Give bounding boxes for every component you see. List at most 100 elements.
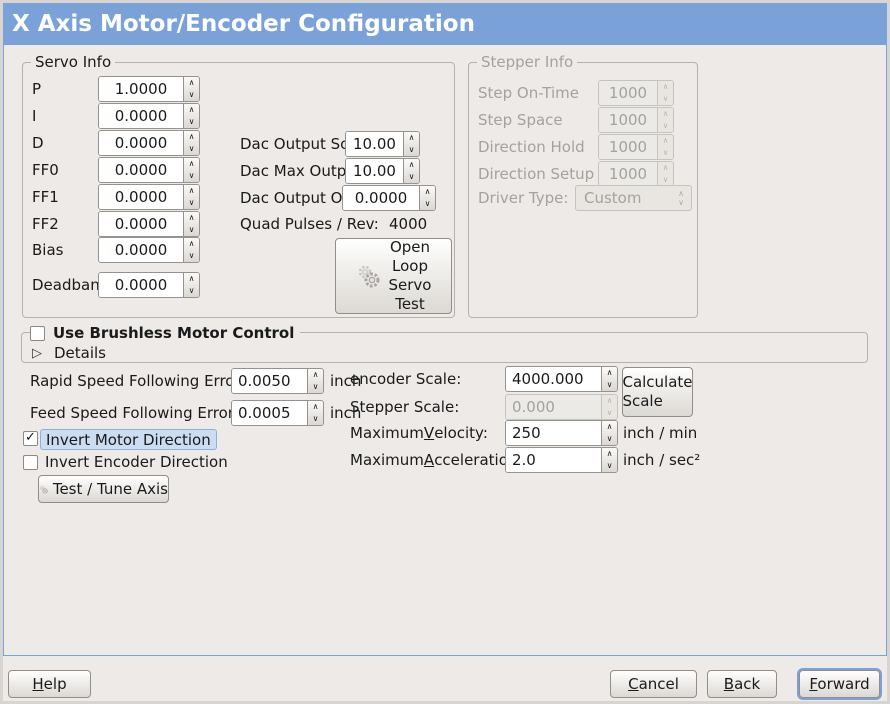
servo-ff0-spinbox-input[interactable]: [99, 158, 183, 182]
dac-max-output-spinbox[interactable]: ∧∨: [345, 158, 420, 184]
feed-following-error-spinbox-spin-down-icon[interactable]: ∨: [312, 414, 319, 423]
max-velocity-spinbox-spin-buttons[interactable]: ∧∨: [601, 421, 617, 445]
dac-output-offset-spinbox-spin-up-icon[interactable]: ∧: [424, 187, 431, 196]
feed-following-error-spinbox[interactable]: ∧∨: [231, 400, 324, 426]
rapid-following-error-spinbox-spin-down-icon[interactable]: ∨: [312, 382, 319, 391]
encoder-scale-spinbox-input[interactable]: [506, 367, 601, 391]
feed-following-error-spinbox-spin-buttons[interactable]: ∧∨: [307, 401, 323, 425]
encoder-scale-spinbox-spin-down-icon[interactable]: ∨: [606, 380, 613, 389]
max-velocity-spinbox-spin-down-icon[interactable]: ∨: [606, 434, 613, 443]
servo-d-spinbox[interactable]: ∧∨: [98, 130, 200, 156]
dac-output-offset-spinbox[interactable]: ∧∨: [342, 185, 436, 211]
encoder-scale-spinbox[interactable]: ∧∨: [505, 366, 618, 392]
servo-bias-spinbox-spin-down-icon[interactable]: ∨: [188, 251, 195, 260]
rapid-following-error-label: Rapid Speed Following Error:: [30, 372, 246, 390]
servo-ff1-spinbox-spin-up-icon[interactable]: ∧: [188, 186, 195, 195]
servo-ff0-spinbox-spin-up-icon[interactable]: ∧: [188, 159, 195, 168]
invert-encoder-checkbox[interactable]: [23, 455, 38, 470]
step-on-time-spinbox: ∧∨: [598, 80, 674, 106]
dac-output-scale-spinbox-spin-up-icon[interactable]: ∧: [408, 133, 415, 142]
help-button[interactable]: Help: [8, 670, 91, 698]
dac-output-scale-spinbox[interactable]: ∧∨: [345, 131, 420, 157]
servo-i-spinbox[interactable]: ∧∨: [98, 103, 200, 129]
max-acceleration-spinbox-spin-up-icon[interactable]: ∧: [606, 449, 613, 458]
servo-deadband-spinbox-spin-down-icon[interactable]: ∨: [188, 286, 195, 295]
servo-ff1-spinbox[interactable]: ∧∨: [98, 184, 200, 210]
servo-ff2-spinbox-spin-up-icon[interactable]: ∧: [188, 213, 195, 222]
servo-ff0-spinbox-spin-down-icon[interactable]: ∨: [188, 171, 195, 180]
servo-d-spinbox-spin-up-icon[interactable]: ∧: [188, 132, 195, 141]
max-acceleration-spinbox[interactable]: ∧∨: [505, 447, 618, 473]
dac-max-output-spinbox-input[interactable]: [346, 159, 403, 183]
servo-d-spinbox-spin-down-icon[interactable]: ∨: [188, 144, 195, 153]
feed-following-error-unit: inch: [330, 404, 362, 422]
encoder-scale-spinbox-spin-up-icon[interactable]: ∧: [606, 368, 613, 377]
dac-output-offset-spinbox-input[interactable]: [343, 186, 419, 210]
dac-output-scale-spinbox-spin-buttons[interactable]: ∧∨: [403, 132, 419, 156]
servo-d-spinbox-spin-buttons[interactable]: ∧∨: [183, 131, 199, 155]
quad-pulses-value: 4000: [389, 215, 428, 233]
servo-p-spinbox[interactable]: ∧∨: [98, 76, 200, 102]
servo-p-spinbox-spin-up-icon[interactable]: ∧: [188, 78, 195, 87]
details-expander[interactable]: ▷ Details: [32, 344, 106, 362]
servo-deadband-spinbox[interactable]: ∧∨: [98, 272, 200, 298]
use-brushless-checkbox[interactable]: [30, 325, 45, 341]
servo-bias-spinbox[interactable]: ∧∨: [98, 237, 200, 263]
gears-icon: [40, 485, 48, 494]
max-acceleration-spinbox-spin-down-icon[interactable]: ∨: [606, 461, 613, 470]
max-velocity-spinbox-input[interactable]: [506, 421, 601, 445]
dac-max-output-spinbox-spin-up-icon[interactable]: ∧: [408, 160, 415, 169]
servo-ff0-spinbox-spin-buttons[interactable]: ∧∨: [183, 158, 199, 182]
servo-i-spinbox-spin-up-icon[interactable]: ∧: [188, 105, 195, 114]
servo-deadband-spinbox-spin-up-icon[interactable]: ∧: [188, 274, 195, 283]
feed-following-error-spinbox-input[interactable]: [232, 401, 307, 425]
dac-max-output-spinbox-spin-down-icon[interactable]: ∨: [408, 172, 415, 181]
servo-bias-spinbox-spin-up-icon[interactable]: ∧: [188, 239, 195, 248]
max-velocity-spinbox-spin-up-icon[interactable]: ∧: [606, 422, 613, 431]
servo-ff2-spinbox-input[interactable]: [99, 212, 183, 236]
calculate-scale-button[interactable]: Calculate Scale: [622, 367, 693, 417]
servo-bias-spinbox-input[interactable]: [99, 238, 183, 262]
feed-following-error-spinbox-spin-up-icon[interactable]: ∧: [312, 402, 319, 411]
servo-deadband-spinbox-spin-buttons[interactable]: ∧∨: [183, 273, 199, 297]
servo-i-spinbox-spin-down-icon[interactable]: ∨: [188, 117, 195, 126]
servo-ff1-spinbox-input[interactable]: [99, 185, 183, 209]
max-acceleration-spinbox-spin-buttons[interactable]: ∧∨: [601, 448, 617, 472]
rapid-following-error-spinbox-spin-up-icon[interactable]: ∧: [312, 370, 319, 379]
back-button[interactable]: Back: [707, 670, 777, 698]
open-loop-servo-test-button[interactable]: Open Loop Servo Test: [335, 238, 452, 314]
cancel-button[interactable]: Cancel: [610, 670, 697, 698]
servo-i-spinbox-input[interactable]: [99, 104, 183, 128]
forward-button[interactable]: Forward: [799, 670, 880, 698]
servo-ff2-spinbox-spin-down-icon[interactable]: ∨: [188, 225, 195, 234]
servo-ff1-spinbox-spin-buttons[interactable]: ∧∨: [183, 185, 199, 209]
servo-ff1-spinbox-spin-down-icon[interactable]: ∨: [188, 198, 195, 207]
rapid-following-error-spinbox-input[interactable]: [232, 369, 307, 393]
dac-output-scale-spinbox-spin-down-icon[interactable]: ∨: [408, 145, 415, 154]
servo-i-spinbox-spin-buttons[interactable]: ∧∨: [183, 104, 199, 128]
servo-ff0-spinbox[interactable]: ∧∨: [98, 157, 200, 183]
invert-motor-checkbox[interactable]: ✓: [23, 430, 38, 446]
servo-deadband-spinbox-input[interactable]: [99, 273, 183, 297]
servo-bias-spinbox-spin-buttons[interactable]: ∧∨: [183, 238, 199, 262]
dac-max-output-spinbox-spin-buttons[interactable]: ∧∨: [403, 159, 419, 183]
rapid-following-error-spinbox-spin-buttons[interactable]: ∧∨: [307, 369, 323, 393]
dac-output-offset-spinbox-spin-buttons[interactable]: ∧∨: [419, 186, 435, 210]
servo-ff2-spinbox-spin-buttons[interactable]: ∧∨: [183, 212, 199, 236]
rapid-following-error-spinbox[interactable]: ∧∨: [231, 368, 324, 394]
encoder-scale-spinbox-spin-buttons[interactable]: ∧∨: [601, 367, 617, 391]
invert-motor-label[interactable]: Invert Motor Direction: [40, 429, 217, 450]
direction-hold-label: Direction Hold: [478, 138, 585, 156]
dac-output-offset-spinbox-spin-down-icon[interactable]: ∨: [424, 199, 431, 208]
servo-d-spinbox-input[interactable]: [99, 131, 183, 155]
content-area: [3, 45, 887, 656]
test-tune-axis-button[interactable]: Test / Tune Axis: [38, 475, 169, 503]
servo-p-spinbox-spin-buttons[interactable]: ∧∨: [183, 77, 199, 101]
max-velocity-spinbox[interactable]: ∧∨: [505, 420, 618, 446]
servo-p-spinbox-input[interactable]: [99, 77, 183, 101]
servo-ff2-spinbox[interactable]: ∧∨: [98, 211, 200, 237]
max-acceleration-spinbox-input[interactable]: [506, 448, 601, 472]
direction-hold-spinbox-input: [599, 135, 657, 159]
dac-output-scale-spinbox-input[interactable]: [346, 132, 403, 156]
servo-p-spinbox-spin-down-icon[interactable]: ∨: [188, 90, 195, 99]
